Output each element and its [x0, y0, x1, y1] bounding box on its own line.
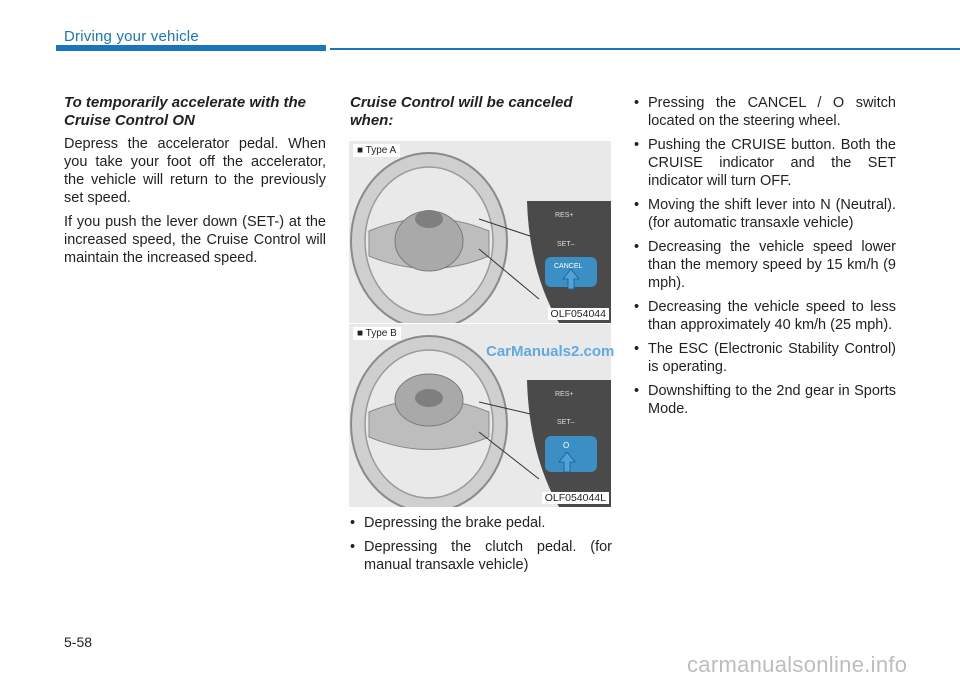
header-rule: [330, 48, 960, 50]
cancel-conditions-list: Depressing the brake pedal. Depressing t…: [350, 514, 612, 574]
steering-wheel-illustration: RES+ SET– O: [350, 335, 611, 507]
column-right: Pressing the CANCEL / O switch located o…: [634, 94, 896, 424]
figure-type-a: RES+ SET– CANCEL ■ Type A OLF054044: [349, 141, 611, 323]
list-item: Pushing the CRUISE button. Both the CRUI…: [634, 136, 896, 190]
section-heading-accelerate: To temporarily accelerate with the Cruis…: [64, 94, 307, 129]
cancel-conditions-list: Pressing the CANCEL / O switch located o…: [634, 94, 896, 418]
figure-type-b: RES+ SET– O ■ Type B OLF054044L: [349, 324, 611, 507]
switch-cancel-label: CANCEL: [554, 263, 583, 270]
header-title: Driving your vehicle: [64, 28, 199, 45]
page-number: 5-58: [64, 634, 93, 650]
figure-code: OLF054044: [547, 308, 609, 320]
list-item: Downshifting to the 2nd gear in Sports M…: [634, 382, 896, 418]
section-heading-canceled: Cruise Control will be canceled when:: [350, 94, 573, 129]
figure-label: ■ Type A: [353, 144, 401, 157]
paragraph: If you push the lever down (SET-) at the…: [64, 214, 326, 266]
list-item: Depressing the brake pedal.: [350, 514, 612, 532]
list-item: The ESC (Electronic Stability Control) i…: [634, 340, 896, 376]
column-middle: Cruise Control will be canceled when:: [350, 94, 612, 135]
figure-label: ■ Type B: [353, 327, 401, 340]
switch-res-label: RES+: [555, 391, 573, 398]
list-item: Pressing the CANCEL / O switch located o…: [634, 94, 896, 130]
list-item: Decreasing the vehicle speed lower than …: [634, 238, 896, 292]
list-item: Decreasing the vehicle speed to less tha…: [634, 298, 896, 334]
switch-res-label: RES+: [555, 212, 573, 219]
footer-watermark: carmanualsonline.info: [687, 652, 908, 677]
watermark-overlay: CarManuals2.com: [486, 343, 615, 360]
column-left: To temporarily accelerate with the Cruis…: [64, 94, 326, 273]
header-bar: [56, 45, 326, 51]
switch-o-label: O: [563, 441, 569, 450]
steering-wheel-illustration: RES+ SET– CANCEL: [350, 152, 611, 323]
paragraph: Depress the accelerator pedal. When you …: [64, 136, 326, 206]
column-middle-list: Depressing the brake pedal. Depressing t…: [350, 514, 612, 580]
switch-set-label: SET–: [557, 241, 575, 248]
list-item: Moving the shift lever into N (Neutral).…: [634, 196, 896, 232]
switch-set-label: SET–: [557, 419, 575, 426]
figure-code: OLF054044L: [541, 492, 609, 504]
list-item: Depressing the clutch pedal. (for manual…: [350, 538, 612, 574]
